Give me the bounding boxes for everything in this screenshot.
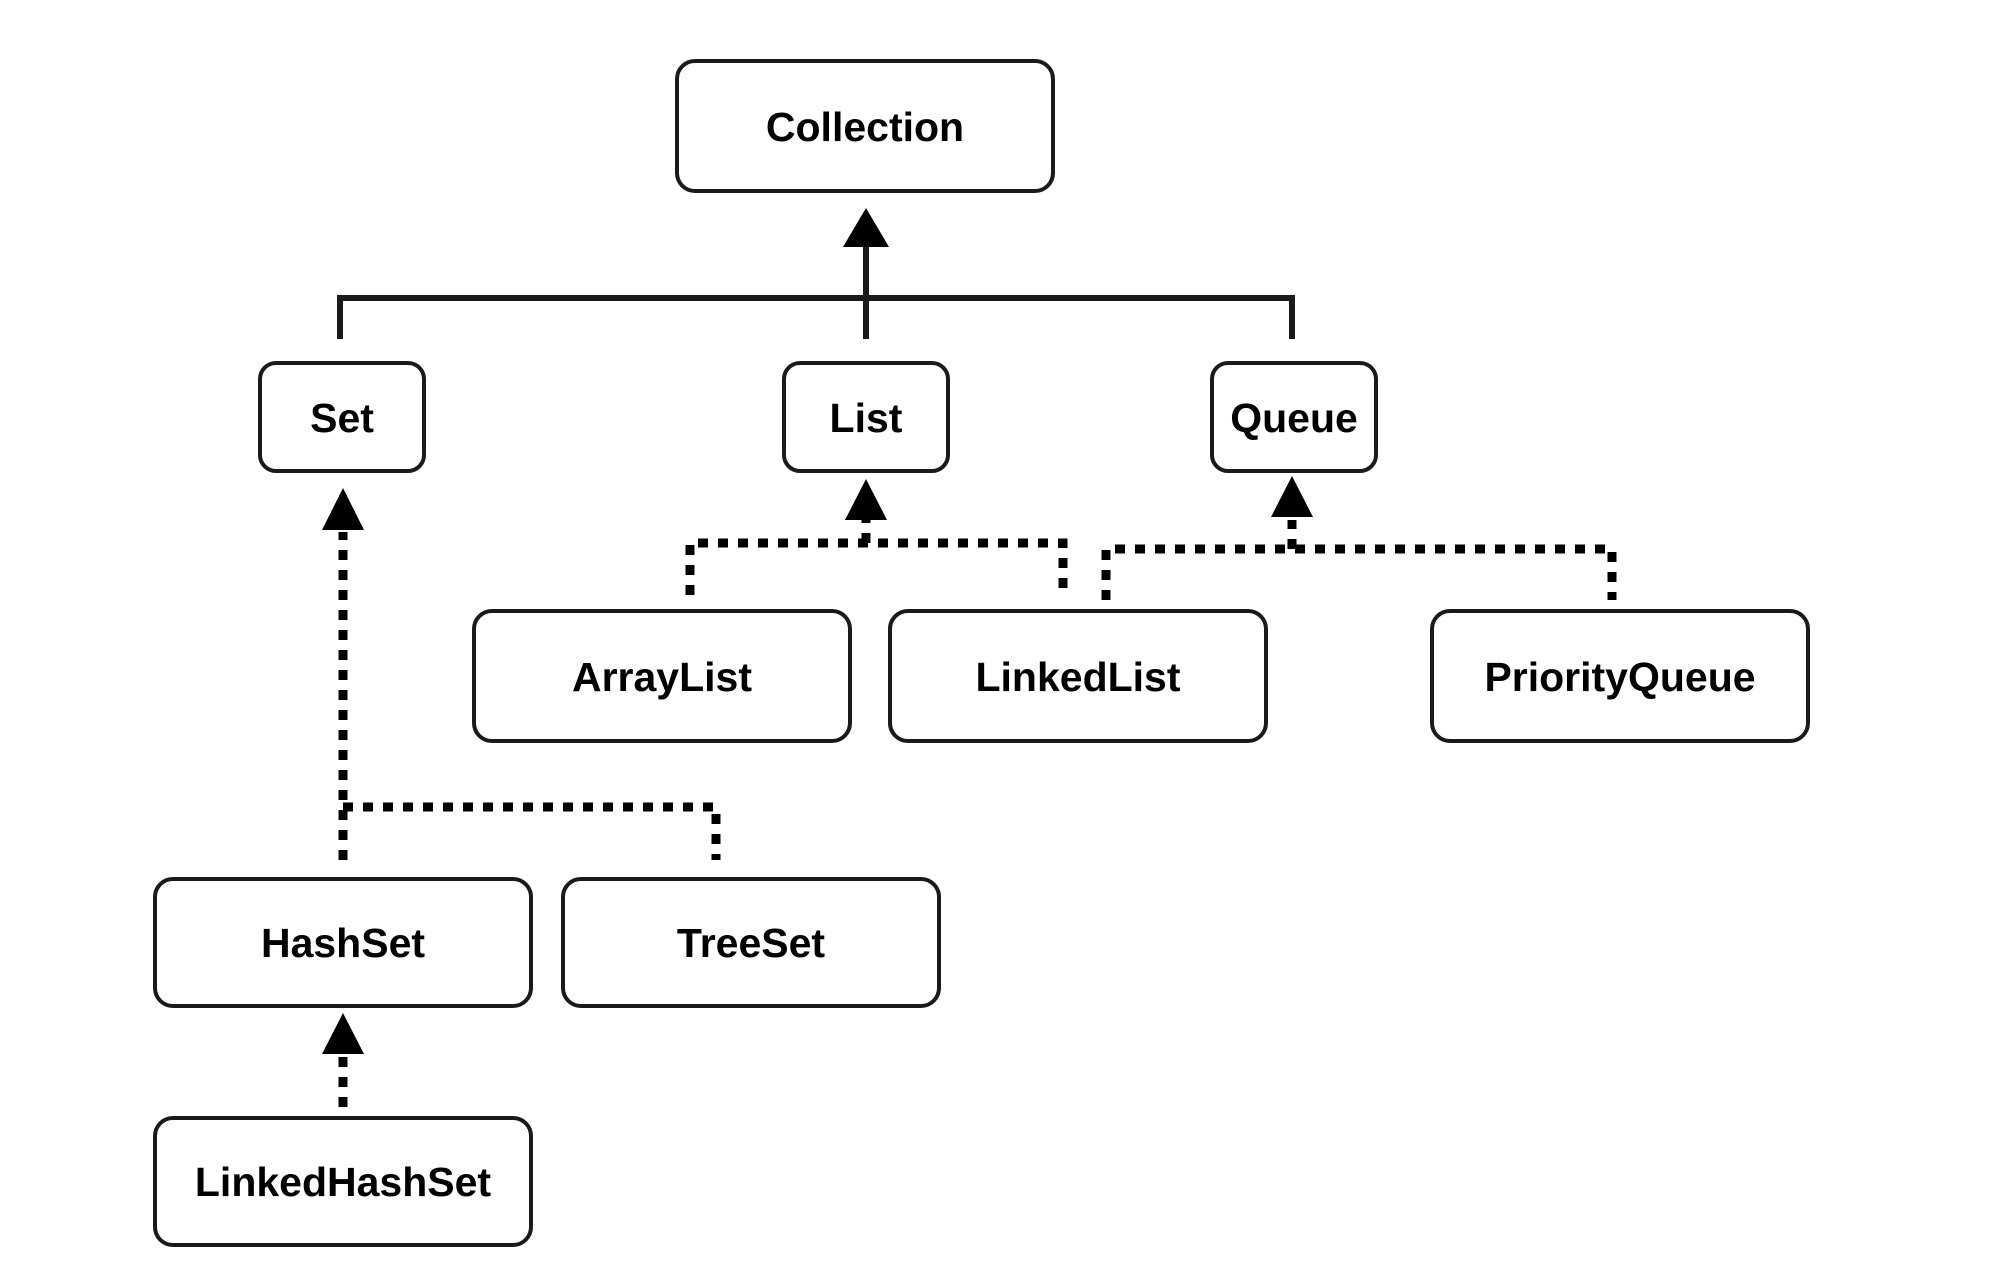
arrowhead-collection bbox=[843, 208, 889, 247]
node-collection-box bbox=[675, 59, 1055, 193]
node-linkedlist: LinkedList bbox=[888, 609, 1268, 743]
connector-set-queue-bar bbox=[337, 295, 1295, 339]
node-linkedhashset: LinkedHashSet bbox=[153, 1116, 533, 1247]
connector-set-children bbox=[322, 488, 721, 860]
node-list-box bbox=[782, 361, 950, 473]
arrowhead-set bbox=[322, 488, 364, 530]
node-set: Set bbox=[258, 361, 426, 473]
arrowhead-hashset bbox=[322, 1013, 364, 1054]
node-linkedlist-box bbox=[888, 609, 1268, 743]
node-treeset-label: TreeSet bbox=[677, 920, 825, 966]
connector-arraylist-linkedlist-bar bbox=[685, 538, 1068, 595]
node-list: List bbox=[782, 361, 950, 473]
connector-treeset-bar bbox=[343, 802, 721, 860]
connector-linkedlist-priorityqueue-bar bbox=[1101, 544, 1617, 600]
node-hashset-box bbox=[153, 877, 533, 1008]
node-arraylist-box bbox=[472, 609, 852, 743]
node-treeset-box bbox=[561, 877, 941, 1008]
node-arraylist: ArrayList bbox=[472, 609, 852, 743]
connector-collection-children bbox=[337, 208, 1295, 339]
arrowhead-list bbox=[845, 479, 887, 520]
arrowhead-queue bbox=[1271, 476, 1313, 517]
node-linkedhashset-label: LinkedHashSet bbox=[195, 1159, 492, 1205]
node-queue-label: Queue bbox=[1230, 395, 1358, 441]
connector-queue-children bbox=[1101, 476, 1617, 600]
node-treeset: TreeSet bbox=[561, 877, 941, 1008]
node-queue: Queue bbox=[1210, 361, 1378, 473]
node-priorityqueue-box bbox=[1430, 609, 1810, 743]
node-priorityqueue-label: PriorityQueue bbox=[1484, 654, 1755, 700]
node-list-label: List bbox=[830, 395, 903, 441]
node-set-box bbox=[258, 361, 426, 473]
node-linkedlist-label: LinkedList bbox=[975, 654, 1180, 700]
node-collection-label: Collection bbox=[766, 104, 964, 150]
node-hashset: HashSet bbox=[153, 877, 533, 1008]
node-linkedhashset-box bbox=[153, 1116, 533, 1247]
node-set-label: Set bbox=[310, 395, 374, 441]
connector-list-children bbox=[685, 479, 1068, 595]
node-priorityqueue: PriorityQueue bbox=[1430, 609, 1810, 743]
node-arraylist-label: ArrayList bbox=[572, 654, 752, 700]
connector-linkedhashset bbox=[322, 1013, 364, 1107]
node-queue-box bbox=[1210, 361, 1378, 473]
node-collection: Collection bbox=[675, 59, 1055, 193]
node-hashset-label: HashSet bbox=[261, 920, 425, 966]
